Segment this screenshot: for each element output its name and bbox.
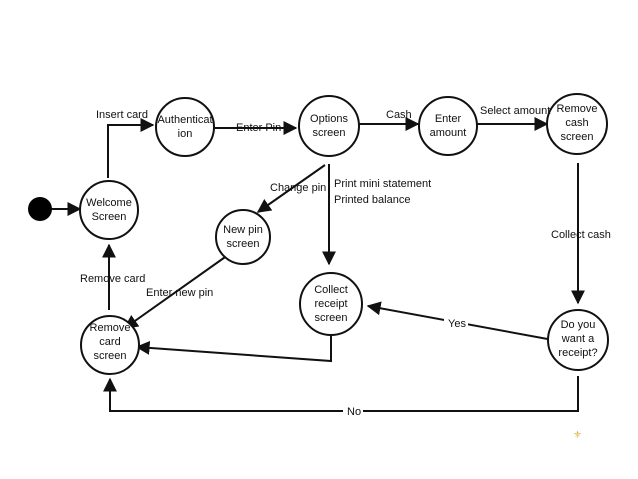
label-insert-card: Insert card: [96, 109, 148, 121]
states: Welcome Screen Authenticat ion Options s…: [79, 93, 609, 375]
state-collect-receipt: Collect receipt screen: [299, 272, 363, 336]
collect-receipt-line-2: receipt: [314, 298, 347, 310]
label-enter-new-pin: Enter new pin: [146, 287, 213, 299]
state-remove-card: Remove card screen: [80, 315, 140, 375]
welcome-line-2: Screen: [92, 211, 127, 223]
auth-line-1: Authenticat: [157, 114, 212, 126]
collect-receipt-line-1: Collect: [314, 284, 348, 296]
edge-labels: Insert card Enter Pin Cash Select amount…: [80, 105, 611, 418]
options-line-1: Options: [310, 113, 348, 125]
label-cash: Cash: [386, 109, 412, 121]
state-new-pin: New pin screen: [215, 209, 271, 265]
label-remove-card: Remove card: [80, 273, 145, 285]
edge-receipt-remove-card: [135, 336, 332, 363]
start-node: [28, 197, 52, 221]
state-welcome: Welcome Screen: [79, 180, 139, 240]
state-remove-cash: Remove cash screen: [546, 93, 608, 155]
state-receipt-question: Do you want a receipt?: [547, 309, 609, 371]
label-enter-pin: Enter Pin: [236, 122, 281, 134]
new-pin-line-1: New pin: [223, 224, 263, 236]
label-yes: Yes: [448, 318, 466, 330]
welcome-line-1: Welcome: [86, 197, 132, 209]
collect-receipt-line-3: screen: [314, 312, 347, 324]
receipt-question-line-2: want a: [561, 333, 595, 345]
new-pin-line-2: screen: [226, 238, 259, 250]
remove-cash-line-1: Remove: [557, 103, 598, 115]
label-no-bg: [343, 404, 363, 418]
label-select-amount: Select amount: [480, 105, 550, 117]
remove-cash-line-3: screen: [560, 131, 593, 143]
remove-cash-line-2: cash: [565, 117, 588, 129]
label-collect-cash: Collect cash: [551, 229, 611, 241]
remove-card-line-2: card: [99, 336, 120, 348]
enter-amount-line-1: Enter: [435, 113, 462, 125]
state-authentication: Authenticat ion: [155, 97, 215, 157]
state-enter-amount: Enter amount: [418, 96, 478, 156]
label-change-pin: Change pin: [270, 182, 326, 194]
remove-card-line-1: Remove: [90, 322, 131, 334]
receipt-question-line-3: receipt?: [558, 347, 597, 359]
auth-line-2: ion: [178, 128, 193, 140]
receipt-question-line-1: Do you: [561, 319, 596, 331]
edge-change-pin: [256, 164, 326, 213]
label-yes-bg: [444, 316, 468, 330]
edges: [52, 117, 585, 412]
label-printed-balance: Printed balance: [334, 194, 410, 206]
edge-insert-card: [107, 118, 155, 178]
options-line-2: screen: [312, 127, 345, 139]
edge-enter-new-pin: [123, 254, 229, 329]
label-print-mini-statement: Print mini statement: [334, 178, 431, 190]
remove-card-line-3: screen: [93, 350, 126, 362]
enter-amount-line-2: amount: [430, 127, 467, 139]
label-no: No: [347, 406, 361, 418]
decorative-mark-icon: ⚜: [573, 430, 582, 441]
state-options: Options screen: [298, 95, 360, 157]
